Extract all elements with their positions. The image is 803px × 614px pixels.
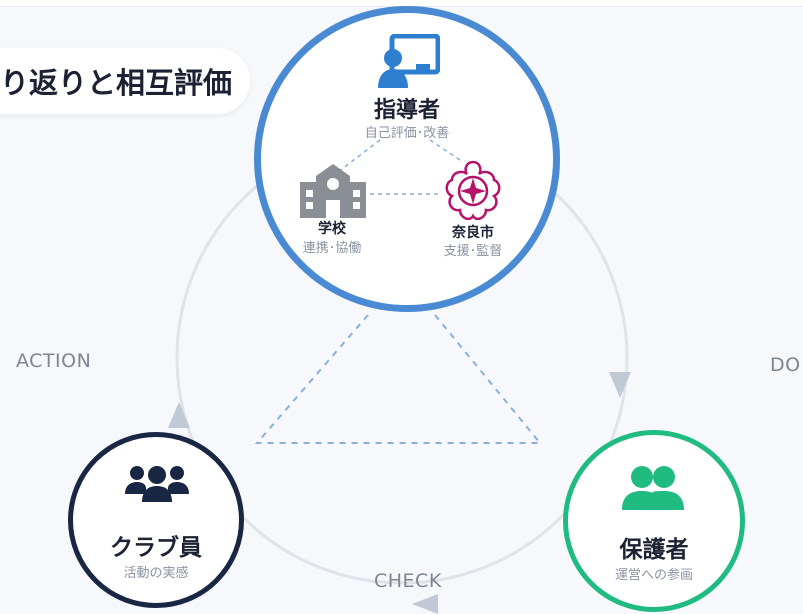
two-users-icon xyxy=(622,466,684,510)
page-title: り返りと相互評価 xyxy=(0,66,233,100)
teacher-board-icon xyxy=(378,34,440,88)
leader-name: 指導者 xyxy=(373,98,440,123)
city-role: 支援･監督 xyxy=(443,244,503,259)
city-name: 奈良市 xyxy=(452,225,494,241)
phase-label-check: CHECK xyxy=(374,570,442,592)
school-name: 学校 xyxy=(318,221,346,237)
cycle-arrow-do xyxy=(609,372,631,398)
leader-circle xyxy=(254,6,560,312)
member-name: クラブ員 xyxy=(110,535,202,561)
title-pill xyxy=(0,48,250,114)
member-role: 活動の実感 xyxy=(123,566,189,581)
school-role: 連携･協働 xyxy=(302,241,362,256)
phase-label-action: ACTION xyxy=(16,350,92,372)
leader-inner-links xyxy=(337,139,461,195)
member-circle xyxy=(68,432,244,608)
nara-city-emblem-icon xyxy=(445,160,501,221)
phase-label-do: DO xyxy=(770,354,801,376)
parent-role: 運営への参画 xyxy=(614,568,693,583)
parent-name: 保護者 xyxy=(619,537,689,563)
cycle-arrow-action xyxy=(168,402,190,428)
group-users-icon xyxy=(125,466,189,502)
school-building-icon xyxy=(300,164,366,218)
parent-circle xyxy=(563,430,745,612)
leader-role: 自己評価･改善 xyxy=(364,126,450,141)
dashed-triangle xyxy=(254,314,543,444)
cycle-arrow-check xyxy=(412,594,438,614)
